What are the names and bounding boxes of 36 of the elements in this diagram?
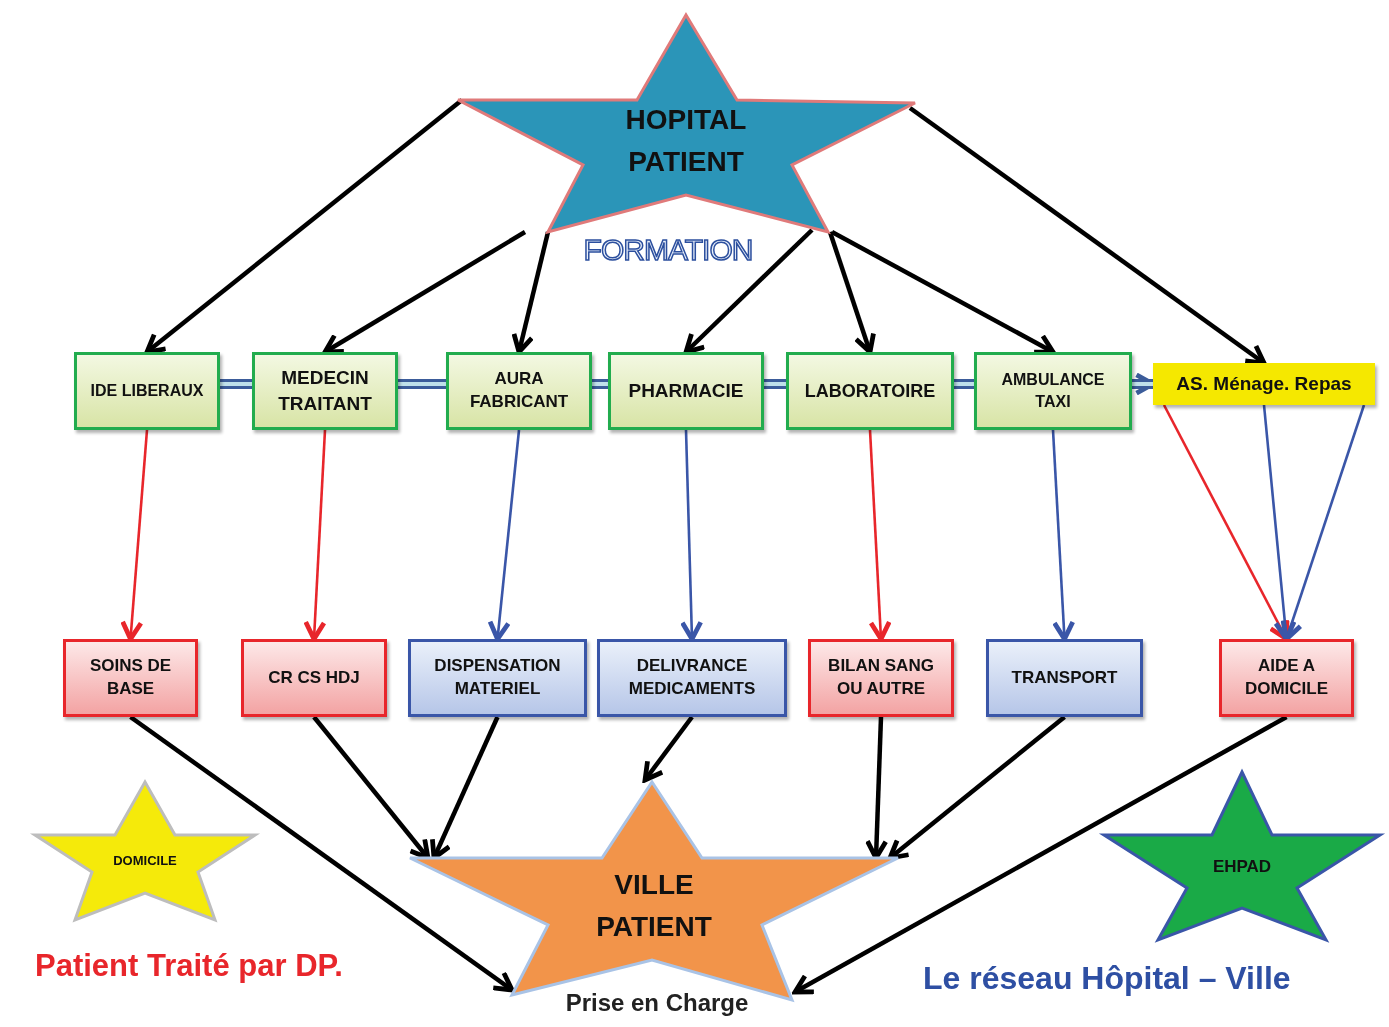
- box-label: DELIVRANCE MEDICAMENTS: [627, 655, 757, 700]
- process-box: [808, 639, 954, 717]
- box-label: AIDE A DOMICILE: [1243, 655, 1330, 700]
- process-box: [1219, 639, 1354, 717]
- process-box: [252, 352, 398, 430]
- caption-text: Le réseau Hôpital – Ville: [923, 960, 1291, 997]
- box-label: AS. Ménage. Repas: [1175, 372, 1353, 397]
- star-label: EHPAD: [1211, 856, 1273, 879]
- process-box: [408, 639, 587, 717]
- process-box: [786, 352, 954, 430]
- process-box: [986, 639, 1143, 717]
- star-label: DOMICILE: [112, 852, 178, 871]
- caption-text: Prise en Charge: [565, 991, 749, 1015]
- process-box: [74, 352, 220, 430]
- box-label: AMBULANCE TAXI: [1000, 370, 1106, 412]
- process-box: [974, 352, 1132, 430]
- box-label: MEDECIN TRAITANT: [277, 366, 373, 416]
- box-label: IDE LIBERAUX: [89, 381, 205, 402]
- caption-text: FORMATION: [583, 233, 753, 267]
- star-label: HOPITAL PATIENT: [624, 103, 748, 179]
- process-box: [597, 639, 787, 717]
- highlight-box: [1153, 363, 1375, 405]
- box-label: SOINS DE BASE: [88, 655, 173, 700]
- box-label: DISPENSATION MATERIEL: [433, 655, 562, 700]
- box-label: PHARMACIE: [627, 379, 745, 404]
- caption-text: Patient Traité par DP.: [35, 948, 343, 984]
- box-label: AURA FABRICANT: [468, 368, 570, 413]
- box-label: BILAN SANG OU AUTRE: [827, 655, 935, 700]
- star-label: VILLE PATIENT: [595, 868, 713, 944]
- process-box: [608, 352, 764, 430]
- box-label: LABORATOIRE: [803, 379, 937, 403]
- process-box: [446, 352, 592, 430]
- process-box: [241, 639, 387, 717]
- box-label: TRANSPORT: [1010, 666, 1119, 689]
- box-label: CR CS HDJ: [267, 666, 361, 689]
- process-box: [63, 639, 198, 717]
